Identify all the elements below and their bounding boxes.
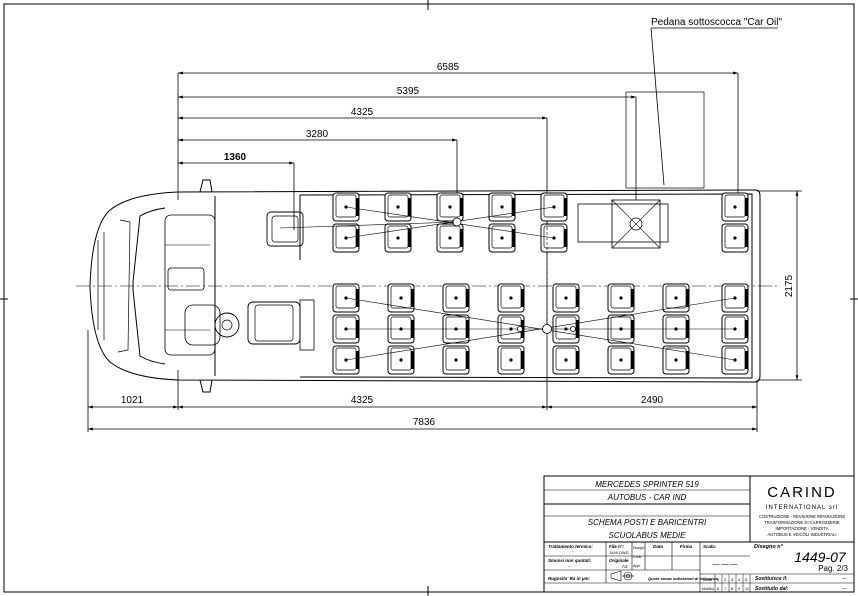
tb-modifica-7: 7: [724, 586, 727, 591]
tb-indice-1: 1: [717, 577, 720, 582]
tb-indice-3: 3: [731, 577, 734, 582]
tb-row-disegn: Disegn.: [633, 546, 645, 550]
tb-indice-5: 5: [745, 577, 748, 582]
pedana-annotation: Pedana sottoscocca "Car Oil": [650, 17, 783, 186]
tb-sostituisce-value: —: [842, 576, 847, 582]
width-dimension: [758, 190, 802, 381]
dim-2175: 2175: [784, 274, 795, 297]
tb-modifica-6: 6: [717, 586, 720, 591]
tb-row-appr: Appr.: [633, 564, 641, 568]
tb-smussi-value: -: [568, 564, 570, 570]
tb-originale-label: Originale: [609, 558, 629, 563]
tb-indice-label: Indice: [703, 578, 712, 582]
pedana-label: Pedana sottoscocca "Car Oil": [651, 17, 783, 28]
tb-modifica-8: 8: [731, 586, 734, 591]
company-line-1: COSTRUZIONE - REVISIONE RIPARAZIONE: [759, 514, 845, 519]
tb-modifica-10: 10: [745, 587, 749, 591]
centroid-lines: [279, 206, 736, 361]
tb-revision-numbers: 1 2 3 4 5 6 7 8 9 10: [717, 577, 749, 591]
tb-use: SCUOLABUS MEDIE: [609, 531, 687, 540]
tb-model: MERCEDES SPRINTER 519: [595, 480, 699, 489]
tb-type: AUTOBUS - CAR IND: [607, 493, 687, 502]
seats-upper: [332, 192, 749, 253]
tb-data-label: Data: [653, 544, 663, 549]
tb-indice-2: 2: [724, 577, 727, 582]
tb-indice-4: 4: [738, 577, 741, 582]
tb-disegno-label: Disegno n°: [754, 544, 784, 550]
tb-firma-label: Firma: [680, 544, 693, 549]
dim-6585: 6585: [437, 62, 460, 73]
projection-symbol: [610, 570, 634, 582]
dim-4325-top: 4325: [351, 107, 374, 118]
drawing-number: 1449-07: [794, 549, 847, 565]
bottom-dimensions: [87, 330, 758, 432]
tb-trattamento-label: Trattamento termico:: [548, 544, 593, 549]
centroid-markers: [452, 217, 576, 334]
page-number: Pag. 2/3: [818, 564, 848, 573]
dim-7836: 7836: [413, 417, 436, 428]
dim-4325-bottom: 4325: [351, 395, 374, 406]
tb-sostituisce-label: Sostituisce il:: [755, 576, 788, 582]
tb-modifica-label: Modifica: [702, 587, 714, 591]
tb-scala-value: — — —: [713, 561, 738, 568]
company-line-3: IMPORTAZIONE - VENDITA: [775, 526, 828, 531]
dim-1021: 1021: [121, 395, 144, 406]
vehicle-plan: [89, 179, 761, 393]
tb-originale-value: A3: [622, 564, 628, 569]
company-sub: INTERNATIONAL srl: [766, 505, 838, 511]
title-block: [543, 475, 855, 593]
tb-quote-label: Quote senza indicazioni di tolleranza: [648, 576, 719, 581]
tb-smussi-label: Smussi non quotati:: [548, 558, 592, 563]
dim-1360: 1360: [224, 152, 247, 163]
tb-sostituito-value: —: [842, 586, 847, 592]
tb-sostituito-label: Sostituito dal:: [755, 586, 789, 592]
tb-trattamento-value: -: [572, 549, 574, 555]
company-line-2: TRASFORMAZIONE DI CARROZZERIE: [764, 520, 840, 525]
pedana-box: [625, 91, 705, 189]
dim-2490: 2490: [641, 395, 664, 406]
tb-modifica-9: 9: [738, 586, 741, 591]
tb-rugosita-label: Rugosita' Ra in μm:: [548, 576, 591, 581]
tb-scheme: SCHEMA POSTI E BARICENTRI: [588, 518, 707, 527]
dim-3280: 3280: [306, 129, 329, 140]
tb-row-contr: Contr.: [633, 555, 642, 559]
carind-logo: CARIND INTERNATIONAL srl COSTRUZIONE - R…: [759, 484, 845, 537]
tb-file-value: 1449.DWG: [609, 550, 629, 555]
tb-scala-label: Scala:: [703, 544, 717, 549]
company-name: CARIND: [767, 484, 837, 501]
company-line-4: AUTOBUS E VEICOLI INDUSTRIALI: [767, 532, 836, 537]
tb-file-label: File n°:: [609, 544, 625, 549]
sheet-frame: [3, 3, 855, 593]
dim-5395: 5395: [397, 86, 420, 97]
